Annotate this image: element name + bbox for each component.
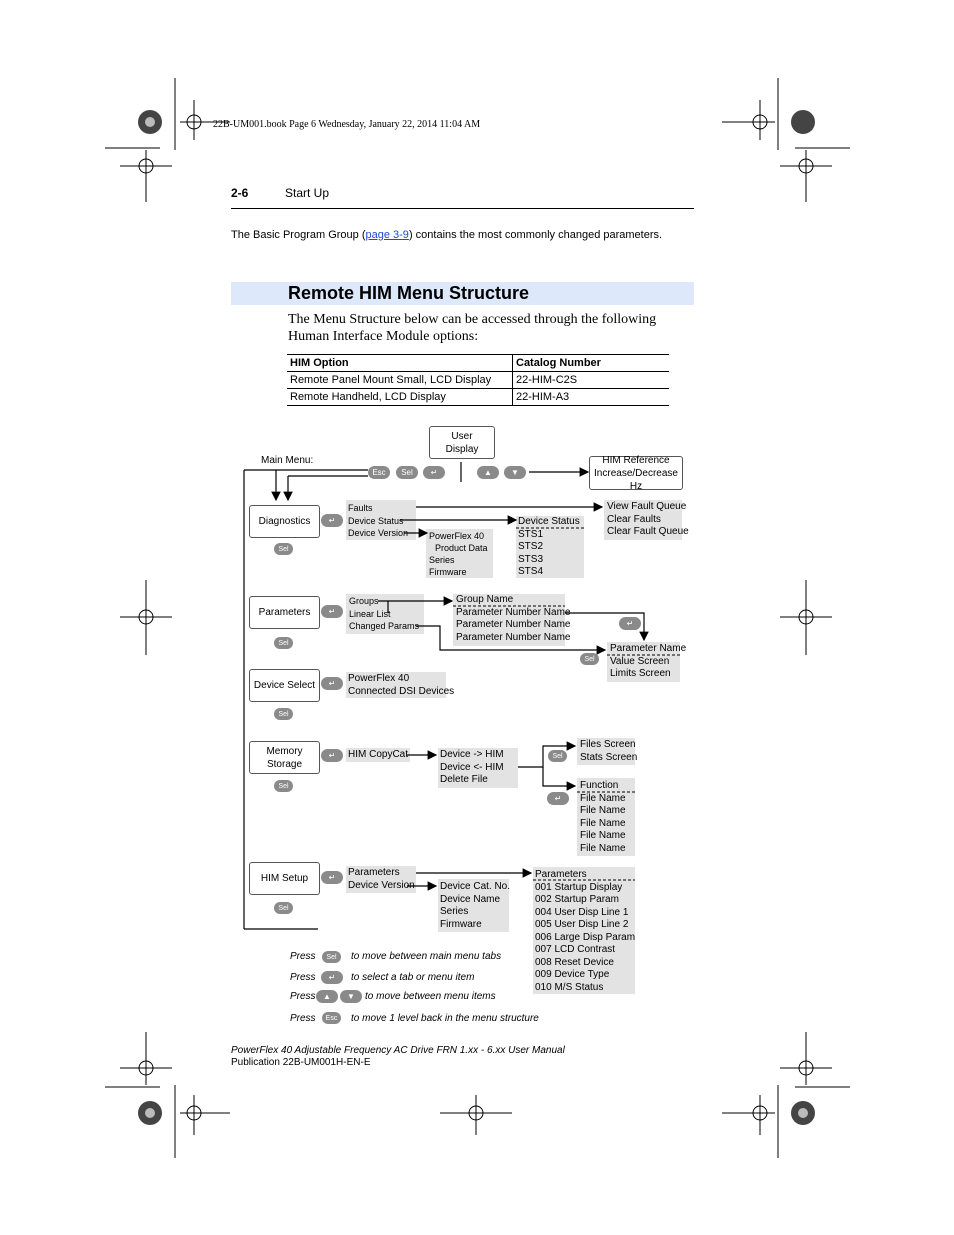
enter-icon: ↵	[547, 792, 569, 805]
table-row: Remote Panel Mount Small, LCD Display 22…	[287, 371, 669, 389]
setup-items-box	[346, 866, 416, 893]
parameter-items: Groups Linear List Changed Params	[349, 596, 420, 631]
sel-icon: Sel	[274, 637, 293, 649]
setup-params-list: Parameters 001 Startup Display 002 Start…	[535, 869, 636, 993]
group-list-box	[453, 594, 565, 646]
enter-icon: ↵	[321, 871, 343, 884]
copycat-list: Device -> HIM Device <- HIM Delete File	[440, 749, 504, 785]
col-catalog-number: Catalog Number	[512, 354, 669, 372]
enter-icon: ↵	[321, 677, 343, 690]
tab-memory-storage[interactable]: Memory Storage	[249, 741, 320, 774]
sel-icon: Sel	[274, 902, 293, 914]
enter-icon: ↵	[321, 971, 343, 984]
table-header-row: HIM Option Catalog Number	[287, 354, 669, 372]
device-select-box	[346, 672, 446, 698]
section-title: Remote HIM Menu Structure	[288, 283, 530, 303]
down-arrow-key[interactable]: ▼	[504, 466, 526, 479]
setup-version-list: Device Cat. No. Device Name Series Firmw…	[440, 881, 511, 930]
footer-publication: Publication 22B-UM001H-EN-E	[231, 1057, 371, 1068]
tab-him-setup[interactable]: HIM Setup	[249, 862, 320, 895]
page-link[interactable]: page 3-9	[365, 229, 409, 241]
group-list: Group Name Parameter Number Name Paramet…	[456, 594, 571, 643]
legend-press: Press	[290, 991, 316, 1002]
screens-box	[577, 738, 635, 765]
diagnostics-items: Faults Device Status Device Version	[348, 503, 409, 538]
main-menu-label: Main Menu:	[261, 455, 314, 466]
param-screen-box	[607, 642, 680, 682]
down-arrow-icon: ▼	[340, 990, 362, 1003]
faults-list: View Fault Queue Clear Faults Clear Faul…	[607, 501, 689, 537]
esc-key[interactable]: Esc	[368, 466, 390, 479]
section-title-bar	[231, 282, 694, 305]
copycat-item-box	[346, 748, 410, 762]
setup-items: Parameters Device Version	[348, 867, 415, 891]
legend-text: to select a tab or menu item	[351, 972, 475, 983]
legend-press: Press	[290, 972, 316, 983]
him-options-table: HIM Option Catalog Number Remote Panel M…	[287, 354, 669, 406]
legend-text: to move 1 level back in the menu structu…	[351, 1013, 539, 1024]
legend-text: to move between menu items	[365, 991, 496, 1002]
enter-icon: ↵	[321, 749, 343, 762]
up-arrow-key[interactable]: ▲	[477, 466, 499, 479]
enter-icon: ↵	[321, 514, 343, 527]
up-arrow-icon: ▲	[316, 990, 338, 1003]
tab-device-select[interactable]: Device Select	[249, 669, 320, 702]
sel-icon: Sel	[580, 653, 599, 665]
table-row: Remote Handheld, LCD Display 22-HIM-A3	[287, 388, 669, 406]
files-box	[577, 778, 635, 856]
legend-text: to move between main menu tabs	[351, 951, 502, 962]
intro-text: The Basic Program Group (page 3-9) conta…	[231, 229, 663, 241]
section-name: Start Up	[285, 186, 330, 200]
enter-icon: ↵	[619, 617, 641, 630]
header-rule	[231, 208, 694, 209]
files-list: Function File Name File Name File Name F…	[580, 780, 626, 854]
setup-version-box	[438, 879, 509, 932]
device-select-items: PowerFlex 40 Connected DSI Devices	[348, 673, 455, 697]
tab-parameters[interactable]: Parameters	[249, 596, 320, 629]
footer-title: PowerFlex 40 Adjustable Frequency AC Dri…	[231, 1045, 565, 1056]
copycat-item: HIM CopyCat	[348, 749, 409, 760]
book-info: 22B-UM001.book Page 6 Wednesday, January…	[213, 119, 481, 130]
version-info: PowerFlex 40 Product Data Series Firmwar…	[429, 531, 488, 577]
legend-press: Press	[290, 1013, 316, 1024]
status-box	[516, 516, 584, 578]
sel-icon: Sel	[274, 780, 293, 792]
legend-press: Press	[290, 951, 316, 962]
esc-icon: Esc	[322, 1012, 341, 1024]
enter-icon: ↵	[321, 605, 343, 618]
sel-icon: Sel	[274, 543, 293, 555]
sel-icon: Sel	[274, 708, 293, 720]
enter-key[interactable]: ↵	[423, 466, 445, 479]
body-text: The Menu Structure below can be accessed…	[288, 312, 657, 344]
sel-icon: Sel	[322, 951, 341, 963]
sel-key[interactable]: Sel	[396, 466, 418, 479]
status-list: Device Status STS1 STS2 STS3 STS4	[518, 516, 580, 577]
faults-box	[604, 500, 682, 540]
sel-icon: Sel	[548, 750, 567, 762]
screens-list: Files Screen Stats Screen	[580, 739, 638, 763]
copycat-box	[438, 748, 518, 788]
tab-diagnostics[interactable]: Diagnostics	[249, 505, 320, 538]
setup-params-box	[533, 867, 635, 994]
version-box	[426, 529, 493, 578]
page-number: 2-6	[231, 186, 249, 200]
col-him-option: HIM Option	[287, 354, 513, 372]
param-screen-list: Parameter Name Value Screen Limits Scree…	[610, 643, 687, 679]
